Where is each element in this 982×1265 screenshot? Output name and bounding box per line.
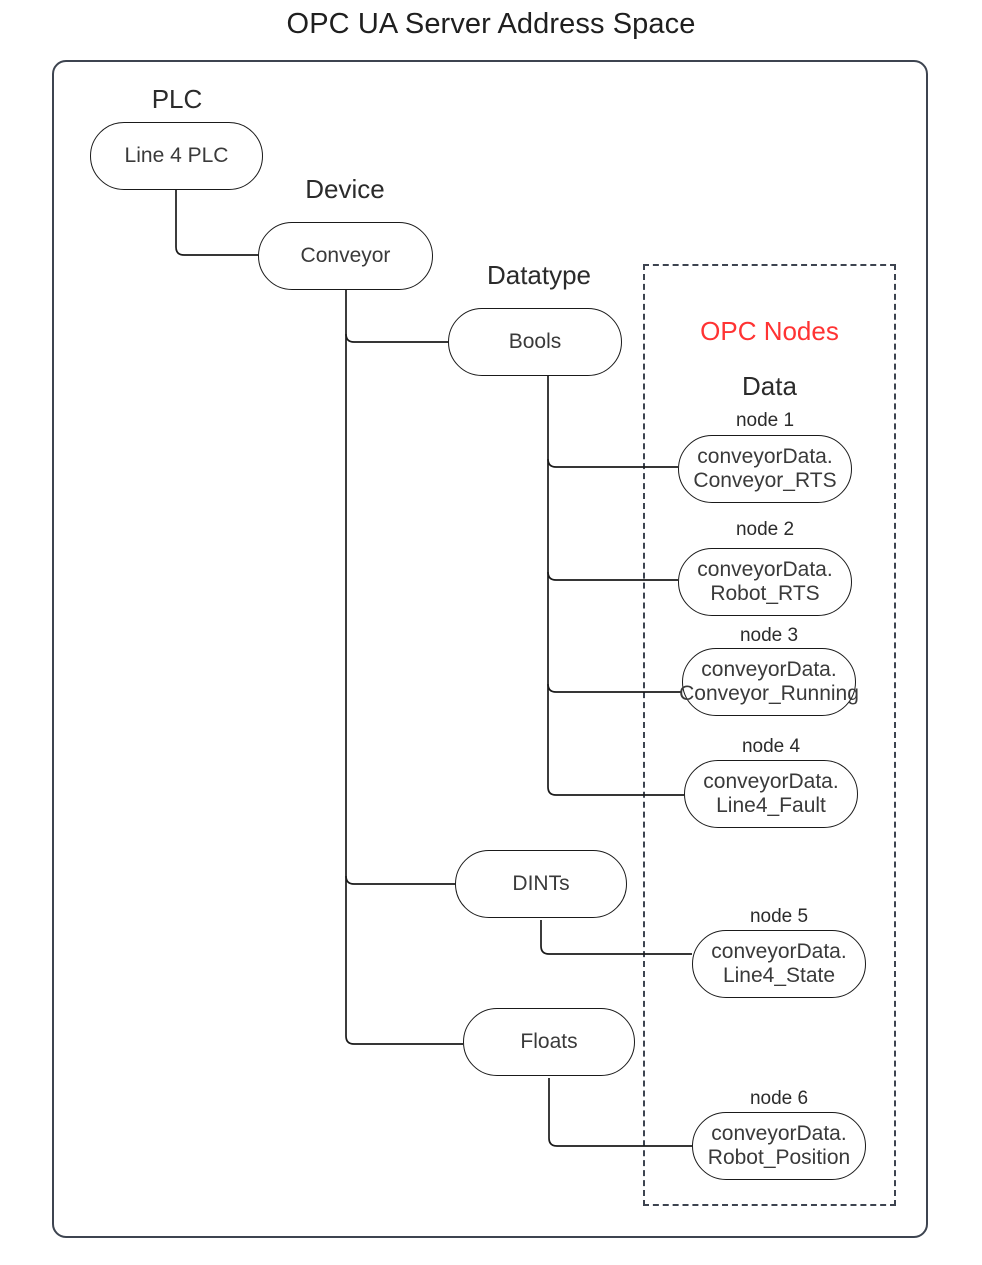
opc-node-4-line1: conveyorData. [703,770,839,794]
opc-node-2-line2: Robot_RTS [710,582,820,605]
page-title: OPC UA Server Address Space [286,8,696,40]
opc-node-6-line2: Robot_Position [707,1146,851,1169]
opc-node-caption-5: node 5 [749,906,809,927]
edge-plc-conveyor [175,190,258,256]
group-label-plc: PLC [151,84,203,114]
tree-node-dints-label: DINTs [512,872,570,896]
opc-node-box-4[interactable]: conveyorData. Line4_Fault [684,760,858,828]
edge-floats-node6 [548,1078,692,1147]
opc-node-caption-3: node 3 [739,625,799,646]
group-label-device: Device [305,174,385,204]
edge-bools-node3 [547,683,682,693]
opc-node-1-line2: Conveyor_RTS [693,469,837,492]
opc-node-5-line1: conveyorData. [711,940,847,964]
opc-node-caption-6: node 6 [749,1088,809,1109]
opc-node-box-6[interactable]: conveyorData. Robot_Position [692,1112,866,1180]
tree-node-datatype-floats[interactable]: Floats [463,1008,635,1076]
opc-node-1-line1: conveyorData. [697,445,833,469]
tree-node-device-label: Conveyor [300,244,391,268]
opc-node-box-2[interactable]: conveyorData. Robot_RTS [678,548,852,616]
address-space-frame [52,60,928,1238]
opc-node-3-line2: Conveyor_Running [679,682,859,705]
tree-node-device[interactable]: Conveyor [258,222,433,290]
opc-node-2-line1: conveyorData. [697,558,833,582]
tree-node-floats-label: Floats [520,1030,578,1054]
edge-conveyor-bools [345,333,448,343]
opc-node-box-5[interactable]: conveyorData. Line4_State [692,930,866,998]
edge-dints-node5 [540,920,692,955]
opc-node-box-1[interactable]: conveyorData. Conveyor_RTS [678,435,852,503]
opc-node-3-line1: conveyorData. [701,658,837,682]
group-label-data: Data [742,371,797,401]
edge-bools-node2 [547,571,678,581]
edge-conveyor-trunk [345,290,463,1045]
opc-node-box-3[interactable]: conveyorData. Conveyor_Running [679,648,859,716]
opc-node-caption-4: node 4 [741,736,801,757]
tree-node-datatype-bools[interactable]: Bools [448,308,622,376]
opc-node-6-line1: conveyorData. [711,1122,847,1146]
tree-node-datatype-dints[interactable]: DINTs [455,850,627,918]
opc-node-4-line2: Line4_Fault [716,794,826,817]
group-label-opc-nodes: OPC Nodes [700,316,839,346]
edge-bools-trunk [547,376,684,796]
edge-bools-node1 [547,458,678,468]
opc-node-5-line2: Line4_State [722,964,836,987]
tree-node-bools-label: Bools [508,330,562,354]
tree-node-plc[interactable]: Line 4 PLC [90,122,263,190]
group-label-datatype: Datatype [486,260,592,290]
opc-node-caption-1: node 1 [735,410,795,431]
opc-nodes-region [643,264,896,1206]
tree-node-plc-label: Line 4 PLC [124,144,229,168]
edge-conveyor-dints [345,875,455,885]
opc-node-caption-2: node 2 [735,519,795,540]
